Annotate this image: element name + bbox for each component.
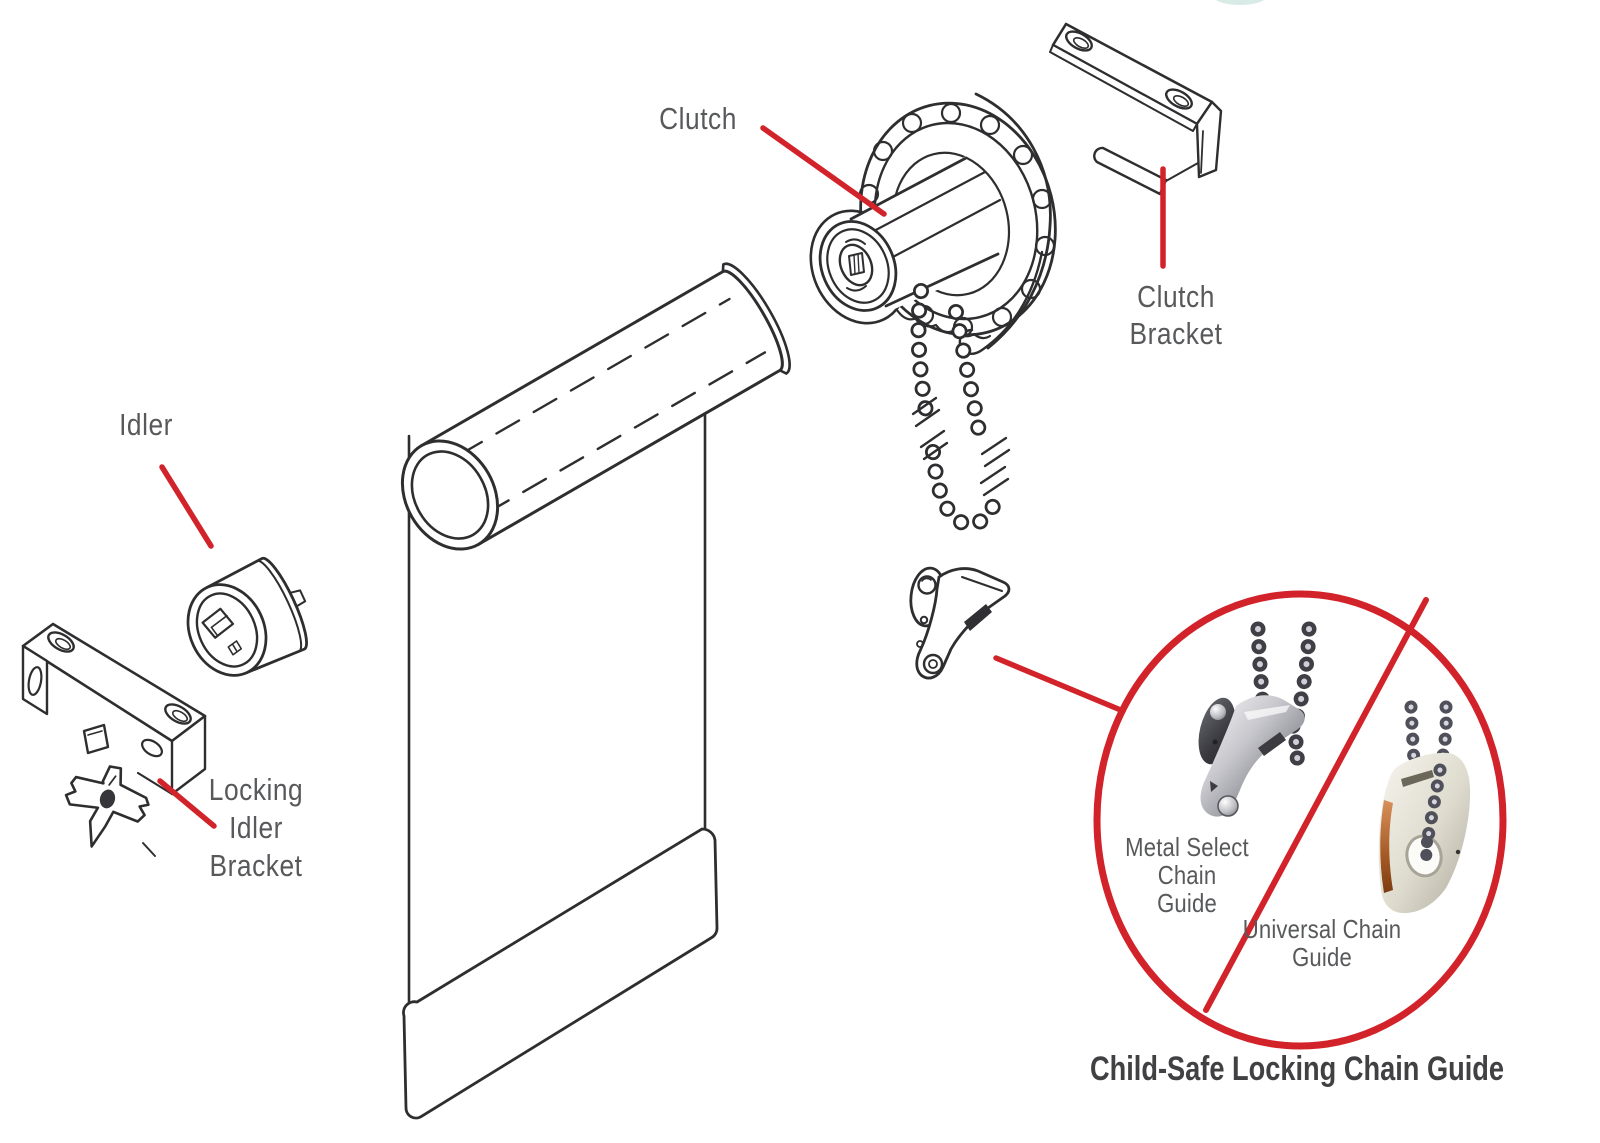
label-clutch-text: Clutch [659, 101, 737, 136]
label-idler: Idler [119, 406, 173, 443]
idler-drawing [186, 556, 308, 677]
label-universal-line2: Guide [1292, 942, 1352, 972]
leader-line-locking-idler-bracket [157, 778, 217, 829]
clutch-bracket-drawing [1049, 22, 1223, 196]
label-universal-line1: Universal Chain [1242, 914, 1402, 944]
label-locking-line2: Idler [229, 810, 283, 845]
universal-chain-guide-photo [1378, 700, 1471, 914]
label-metal-select-line3: Guide [1157, 888, 1217, 918]
locking-idler-bracket-drawing [21, 622, 207, 857]
label-locking-idler-bracket: Locking Idler Bracket [209, 771, 303, 885]
label-clutch-bracket-line1: Clutch [1137, 279, 1215, 314]
roller-tube-drawing [400, 262, 791, 551]
label-universal-chain-guide: Universal Chain Guide [1243, 915, 1402, 971]
teal-artifact [1215, 0, 1265, 5]
chain-guide-drawing [909, 566, 1011, 680]
bottom-bar-drawing [402, 827, 719, 1120]
inset-divider-line [1203, 597, 1429, 1013]
label-metal-select-chain-guide: Metal Select Chain Guide [1125, 833, 1249, 917]
label-locking-line3: Bracket [209, 848, 303, 883]
label-metal-select-line2: Chain [1157, 860, 1217, 890]
leader-line-idler [159, 464, 214, 549]
label-idler-text: Idler [119, 407, 173, 442]
leader-line-clutch [760, 125, 887, 217]
label-metal-select-line1: Metal Select [1125, 832, 1249, 862]
bead-chain-drawing [910, 283, 1011, 532]
label-clutch: Clutch [659, 100, 737, 137]
leader-line-chain-guide [993, 655, 1126, 714]
inset-caption: Child-Safe Locking Chain Guide [1089, 1050, 1505, 1088]
inset-circle [1093, 590, 1507, 1050]
shade-fabric-drawing [402, 410, 719, 1120]
label-clutch-bracket-line2: Bracket [1129, 316, 1223, 351]
label-locking-line1: Locking [208, 772, 304, 807]
metal-chain-guide-photo [1198, 621, 1317, 817]
chain-break-marks [911, 396, 1011, 497]
label-clutch-bracket: Clutch Bracket [1130, 278, 1223, 352]
clutch-drawing [809, 92, 1057, 356]
